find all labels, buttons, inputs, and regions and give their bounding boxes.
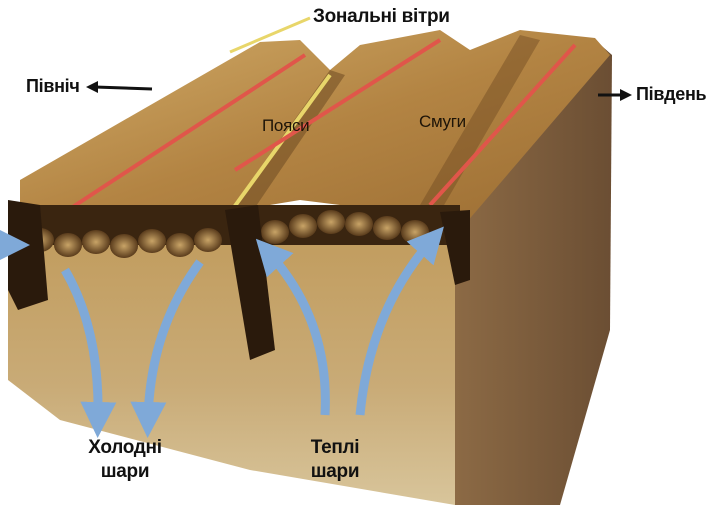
label-cold-layers: Холодні шари [80,436,170,484]
label-stripes: Смуги [419,112,466,132]
label-south: Південь [636,84,706,105]
label-belts: Пояси [262,116,309,136]
label-warm-layers: Теплі шари [300,436,370,484]
arrow-left-icon [86,81,152,93]
label-cold-layers-line2: шари [80,460,170,484]
label-cold-layers-line1: Холодні [80,436,170,460]
label-warm-layers-line2: шари [300,460,370,484]
label-warm-layers-line1: Теплі [300,436,370,460]
label-zonal-winds: Зональні вітри [313,6,450,28]
label-north: Північ [26,76,80,97]
